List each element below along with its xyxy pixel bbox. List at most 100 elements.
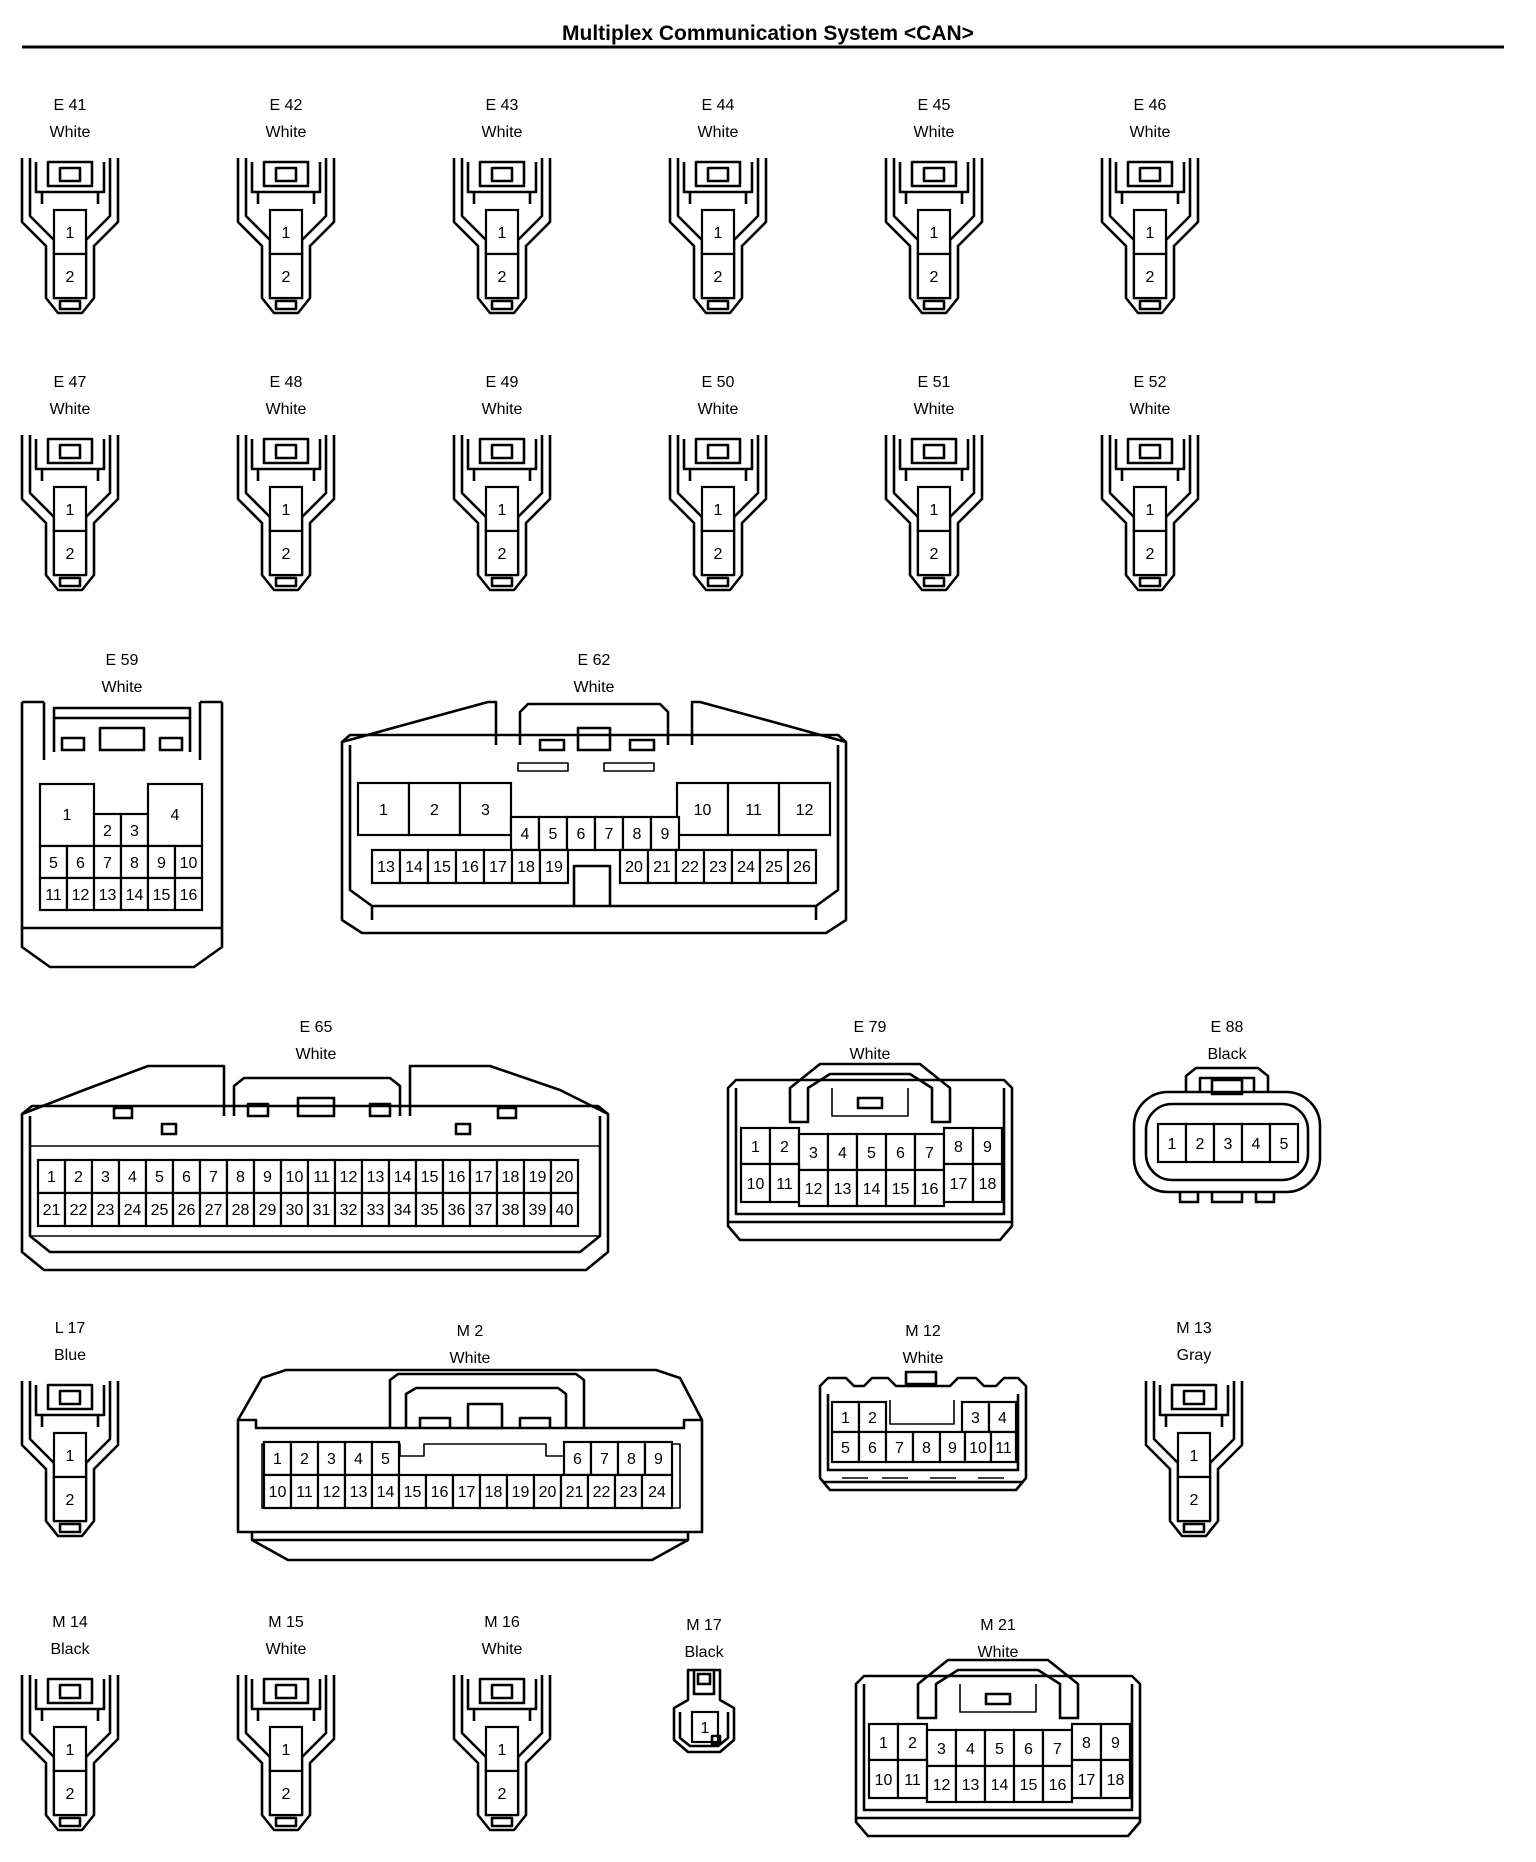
pin-label: 12 xyxy=(72,887,90,904)
pin-label: 6 xyxy=(182,1169,191,1186)
connector-id: E 42 xyxy=(270,97,303,114)
pin-label: 13 xyxy=(962,1777,980,1794)
pin-label: 1 xyxy=(841,1410,850,1427)
connector-color: White xyxy=(914,401,955,418)
pin-label: 16 xyxy=(448,1169,466,1186)
pin-label: 1 xyxy=(1146,225,1155,242)
pin-label: 4 xyxy=(128,1169,137,1186)
pin-label: 10 xyxy=(747,1176,765,1193)
connector-id: M 17 xyxy=(686,1617,722,1634)
pin-label: 11 xyxy=(745,802,762,819)
pin-label: 28 xyxy=(232,1202,250,1219)
pin-label: 32 xyxy=(340,1202,358,1219)
connector-color: White xyxy=(903,1350,944,1367)
pin-label: 1 xyxy=(63,807,72,824)
pin-label: 6 xyxy=(573,1451,582,1468)
pin-label: 23 xyxy=(709,859,727,876)
pin-label: 6 xyxy=(1024,1741,1033,1758)
connector-e51: E 51 White 1 2 xyxy=(884,374,984,592)
pin-label: 9 xyxy=(1111,1735,1120,1752)
pin-label: 6 xyxy=(868,1440,877,1457)
pin-label: 7 xyxy=(605,826,614,843)
pin-label: 2 xyxy=(103,823,112,840)
pin-label: 22 xyxy=(70,1202,88,1219)
connector-color: White xyxy=(482,1641,523,1658)
pin-label: 1 xyxy=(714,502,723,519)
pin-label: 2 xyxy=(1146,546,1155,563)
pin-label: 10 xyxy=(286,1169,304,1186)
pin-label: 31 xyxy=(313,1202,331,1219)
pin-label: 2 xyxy=(1190,1492,1199,1509)
connector-color: White xyxy=(482,124,523,141)
pin-label: 4 xyxy=(838,1145,847,1162)
pin-label: 36 xyxy=(448,1202,466,1219)
connector-color: Black xyxy=(1207,1046,1247,1063)
connector-e42: E 42 White 1 2 xyxy=(236,97,336,315)
connector-m16: M 16 White 1 2 xyxy=(452,1614,552,1832)
connector-color: White xyxy=(574,679,615,696)
pin-label: 14 xyxy=(991,1777,1009,1794)
pin-label: 18 xyxy=(1107,1772,1125,1789)
connector-m21: M 21 White 1 2 3 4 5 6 7 8 9 10 11 12 13… xyxy=(854,1617,1142,1838)
connector-id: E 43 xyxy=(486,97,519,114)
connector-m12: M 12 White 1 2 3 4 5 6 7 8 9 10 11 xyxy=(818,1323,1028,1492)
connector-id: E 46 xyxy=(1134,97,1167,114)
pin-label: 6 xyxy=(577,826,586,843)
connector-id: E 47 xyxy=(54,374,87,391)
pin-label: 2 xyxy=(930,546,939,563)
connector-e52: E 52 White 1 2 xyxy=(1100,374,1200,592)
pin-label: 1 xyxy=(930,502,939,519)
pin-label: 8 xyxy=(633,826,642,843)
pin-label: 26 xyxy=(793,859,811,876)
connector-color: Gray xyxy=(1177,1347,1212,1364)
pin-label: 7 xyxy=(1053,1741,1062,1758)
connector-id: M 13 xyxy=(1176,1320,1212,1337)
pin-label: 1 xyxy=(1168,1136,1177,1153)
pin-label: 15 xyxy=(404,1484,422,1501)
connector-id: M 2 xyxy=(457,1323,484,1340)
connector-id: M 12 xyxy=(905,1323,941,1340)
pin-label: 1 xyxy=(282,225,291,242)
connector-color: White xyxy=(450,1350,491,1367)
pin-label: 1 xyxy=(1190,1448,1199,1465)
connector-color: White xyxy=(1130,401,1171,418)
pin-label: 2 xyxy=(714,546,723,563)
pin-label: 7 xyxy=(600,1451,609,1468)
connector-id: M 15 xyxy=(268,1614,304,1631)
pin-label: 6 xyxy=(76,855,85,872)
connector-e88: E 88 Black 1 2 3 4 5 xyxy=(1132,1019,1322,1204)
pin-label: 11 xyxy=(995,1440,1012,1457)
connector-color: White xyxy=(482,401,523,418)
connector-e44: E 44 White 1 2 xyxy=(668,97,768,315)
pin-label: 18 xyxy=(979,1176,997,1193)
pin-label: 4 xyxy=(521,826,530,843)
connector-id: E 50 xyxy=(702,374,735,391)
pin-label: 3 xyxy=(327,1451,336,1468)
pin-label: 18 xyxy=(502,1169,520,1186)
connector-m14: M 14 Black 1 2 xyxy=(20,1614,120,1832)
connector-id: L 17 xyxy=(55,1320,86,1337)
pin-label: 27 xyxy=(205,1202,223,1219)
connector-color: White xyxy=(850,1046,891,1063)
pin-label: 33 xyxy=(367,1202,385,1219)
pin-label: 10 xyxy=(269,1484,287,1501)
pin-label: 4 xyxy=(1252,1136,1261,1153)
pin-label: 17 xyxy=(1078,1772,1096,1789)
pin-label: 1 xyxy=(66,225,75,242)
pin-label: 4 xyxy=(171,807,180,824)
pin-label: 11 xyxy=(904,1772,921,1789)
pin-label: 5 xyxy=(1280,1136,1289,1153)
connector-color: White xyxy=(296,1046,337,1063)
pin-label: 1 xyxy=(66,502,75,519)
connector-color: White xyxy=(50,401,91,418)
pin-label: 13 xyxy=(377,859,395,876)
pin-label: 1 xyxy=(879,1735,888,1752)
connector-e43: E 43 White 1 2 xyxy=(452,97,552,315)
pin-label: 7 xyxy=(209,1169,218,1186)
connector-color: Black xyxy=(684,1644,724,1661)
pin-label: 9 xyxy=(157,855,166,872)
pin-label: 14 xyxy=(863,1181,881,1198)
pin-label: 2 xyxy=(66,1492,75,1509)
pin-label: 2 xyxy=(66,269,75,286)
pin-label: 24 xyxy=(737,859,755,876)
